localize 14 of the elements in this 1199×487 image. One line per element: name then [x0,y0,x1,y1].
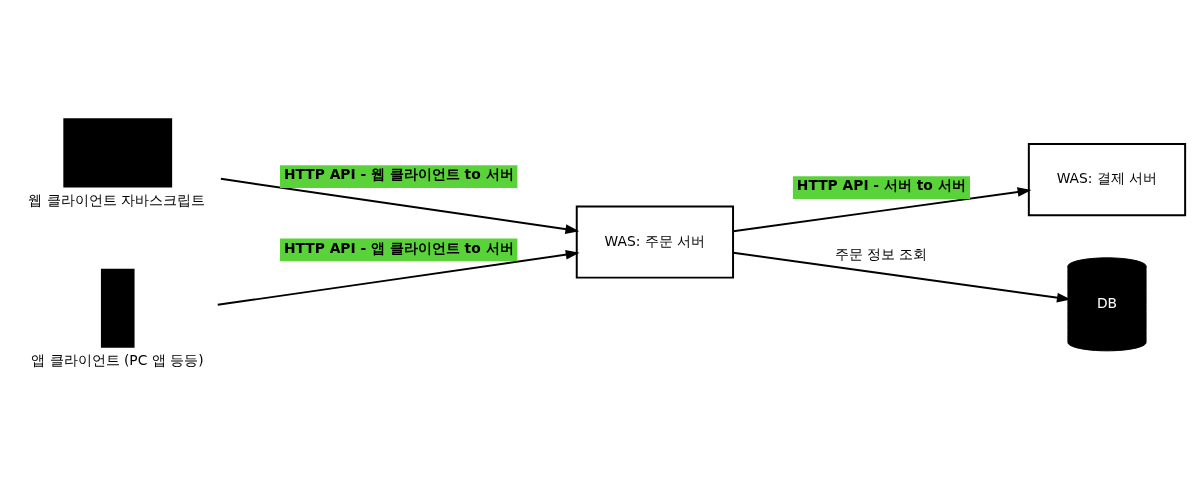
node-box [100,268,135,348]
arrow [216,249,580,306]
node-label: 앱 클라이언트 (PC 앱 등등) [31,351,204,368]
edge-label: 주문 정보 조회 [834,245,928,262]
arrow [732,251,1071,302]
arrow [219,177,580,234]
edge-label: HTTP API - 앱 클라이언트 to 서버 [283,239,514,256]
arrow [732,186,1032,232]
edge-label: HTTP API - 서버 to 서버 [796,176,966,193]
node-label: 웹 클라이언트 자바스크립트 [28,191,206,208]
node-box [63,117,173,188]
node-box: WAS: 주문 서버 [575,204,735,279]
edge-label: HTTP API - 웹 클라이언트 to 서버 [283,165,514,182]
node-box: WAS: 결제 서버 [1027,142,1187,216]
